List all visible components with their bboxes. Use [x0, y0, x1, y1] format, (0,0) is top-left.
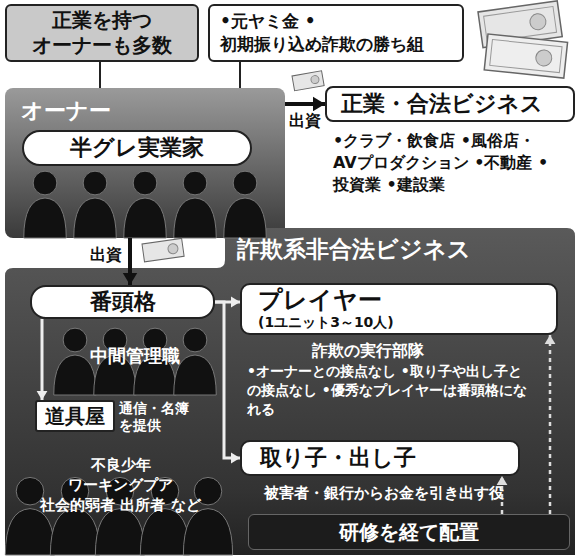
person-silhouette [224, 198, 267, 238]
node-text: 被害者・銀行からお金を引き出す役 [264, 484, 522, 503]
connector-line [99, 62, 101, 88]
node-title: オーナー [21, 96, 111, 126]
banknote [142, 238, 184, 261]
person-silhouette [95, 509, 144, 555]
connector [285, 97, 325, 111]
role-box: プレイヤー(1ユニット3～10人)詐欺の実行部隊•オーナーとの接点なし •取り子… [240, 283, 558, 335]
person-silhouette [233, 171, 257, 195]
person-silhouette [50, 509, 99, 555]
banknote [292, 71, 324, 91]
person-silhouette [5, 509, 54, 555]
node-title: 正業・合法ビジネス [341, 91, 543, 117]
person-silhouette [74, 198, 117, 238]
arrowhead [231, 453, 240, 464]
node-title: 取り子・出し子 [260, 445, 416, 471]
connector-line [41, 319, 44, 400]
person-silhouette [133, 171, 157, 195]
person-silhouette [83, 171, 107, 195]
connector [240, 62, 241, 88]
arrowhead [123, 273, 137, 285]
node-text: •オーナーとの接点なし •取り子や出し子との接点なし •優秀なプレイヤーは番頭格… [247, 362, 532, 419]
training-bar: 研修を経て配置 [248, 514, 570, 550]
group-label: 中間管理職 [60, 345, 210, 367]
node-title: プレイヤー [258, 287, 382, 314]
note-box: 正業を持つ オーナーも多数 [5, 4, 199, 62]
illegal-region [5, 228, 575, 555]
connector [37, 319, 48, 400]
person-silhouette [183, 509, 232, 555]
pill-box: 半グレ実業家 [22, 130, 252, 166]
arrowhead [545, 335, 556, 344]
node-text: 詐欺の実行部隊 [312, 341, 424, 362]
pill-box: 番頭格 [30, 285, 215, 319]
connector [545, 335, 556, 514]
silhouettes [5, 171, 266, 555]
person-silhouette [63, 328, 87, 352]
node-title: •元ヤミ金 •初期振り込め詐欺の勝ち組 [220, 10, 452, 56]
business-box: 正業・合法ビジネス•クラブ・飲食店 •風俗店・AVプロダクション •不動産 •投… [325, 86, 575, 122]
person-silhouette [24, 198, 67, 238]
connector [100, 62, 101, 88]
arrowhead [37, 391, 48, 400]
person-silhouette [174, 198, 217, 238]
node-text: •クラブ・飲食店 •風俗店・AVプロダクション •不動産 •投資業 •建設業 [333, 130, 573, 196]
node-text: (1ユニット3～10人) [258, 314, 394, 331]
connector-line [215, 302, 240, 458]
node-title: 研修を経て配置 [339, 520, 479, 544]
node-title: 半グレ実業家 [70, 135, 204, 161]
node-title: 詐欺系非合法ビジネス [237, 234, 471, 265]
connector [123, 238, 137, 285]
connector-line [549, 335, 552, 514]
person-silhouette [174, 355, 217, 395]
role-box: 取り子・出し子被害者・銀行からお金を引き出す役 [240, 440, 520, 476]
role-box: 道具屋通信・名簿を提供 [35, 400, 115, 432]
owner-region: オーナー半グレ実業家 [5, 88, 285, 238]
person-silhouette [54, 355, 97, 395]
banknote [484, 34, 567, 78]
node-title: 道具屋 [45, 404, 105, 428]
note-box: •元ヤミ金 •初期振り込め詐欺の勝ち組 [208, 4, 464, 62]
person-silhouette [183, 171, 207, 195]
node-title: 番頭格 [90, 289, 156, 315]
edge-label: 出資 [287, 111, 323, 131]
person-silhouette [183, 328, 207, 352]
person-silhouette [33, 171, 57, 195]
connector-line [239, 62, 241, 88]
node-title: 正業を持つ オーナーも多数 [15, 8, 189, 58]
arrowhead [497, 476, 508, 485]
owner-region [5, 88, 285, 238]
person-silhouette [140, 509, 189, 555]
person-silhouette [16, 477, 44, 505]
arrowhead [231, 297, 240, 308]
arrowhead [313, 97, 325, 111]
edge-label: 出資 [88, 245, 124, 265]
node-text: 通信・名簿を提供 [119, 400, 193, 434]
group-label: 不良少年 ワーキングプア 社会的弱者 出所者 など [38, 455, 203, 515]
person-silhouette [124, 198, 167, 238]
connector [215, 302, 240, 463]
